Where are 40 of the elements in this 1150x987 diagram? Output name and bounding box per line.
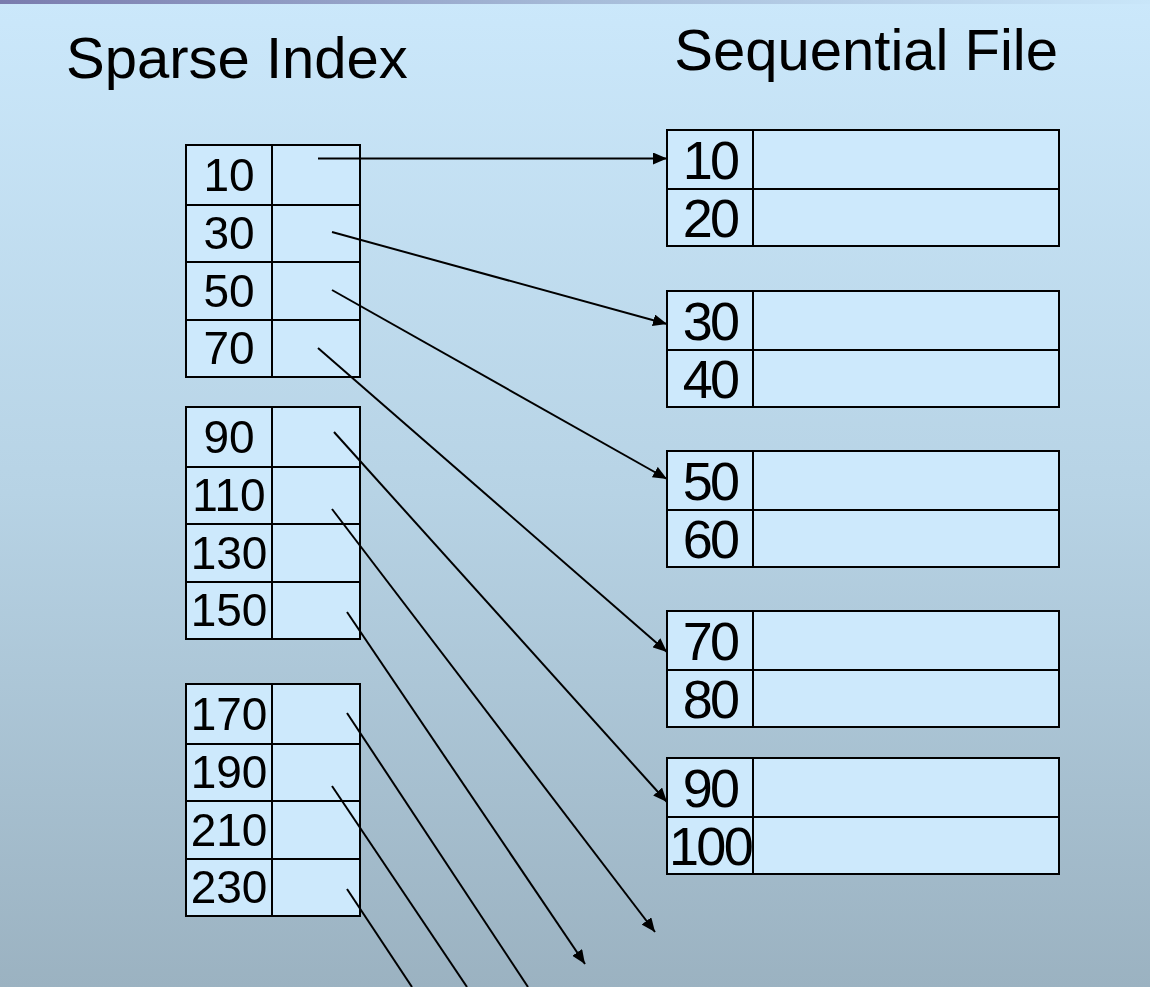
file-block (666, 450, 1060, 568)
record-row (668, 349, 1058, 406)
index-block (185, 683, 361, 917)
arrow (346, 611, 586, 965)
arrow (331, 289, 668, 480)
record-key: 100 (668, 818, 754, 873)
index-key: 70 (187, 320, 273, 376)
record-row (668, 188, 1058, 245)
index-key: 150 (187, 582, 273, 638)
file-block (666, 290, 1060, 408)
file-block (666, 129, 1060, 247)
index-entry (187, 523, 359, 581)
index-entry (187, 203, 359, 261)
index-entry (187, 580, 359, 638)
record-key: 40 (668, 351, 754, 406)
line (346, 888, 413, 987)
record-row (668, 816, 1058, 873)
line (331, 785, 468, 987)
record-key: 80 (668, 671, 754, 726)
arrow (331, 231, 668, 327)
index-entry (187, 857, 359, 915)
index-block (185, 144, 361, 378)
record-row (668, 509, 1058, 566)
index-entry (187, 261, 359, 319)
index-block (185, 406, 361, 640)
arrow (331, 508, 656, 933)
index-key: 230 (187, 859, 273, 915)
index-entry (187, 465, 359, 523)
arrow (317, 152, 668, 165)
arrow (333, 431, 668, 803)
index-entry (187, 318, 359, 376)
record-key: 20 (668, 190, 754, 245)
index-entry (187, 800, 359, 858)
arrow (317, 347, 668, 653)
file-block (666, 610, 1060, 728)
index-entry (187, 742, 359, 800)
line (346, 712, 529, 987)
file-block (666, 757, 1060, 875)
record-row (668, 669, 1058, 726)
record-key: 60 (668, 511, 754, 566)
